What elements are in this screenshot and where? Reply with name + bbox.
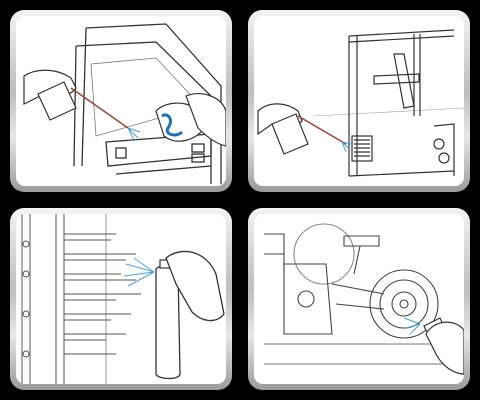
spray-can [37,81,77,121]
hand [165,250,225,322]
spray-mist [403,317,421,335]
spray-can [271,113,309,155]
panel-metal-rack-canvas [16,214,226,384]
exercise-bike-illustration [264,223,464,375]
panel-car-door [10,10,232,192]
hand-right [185,93,226,147]
panel-car-door-canvas [16,16,226,186]
spray-nozzle-tube [297,115,347,145]
panel-exercise-bike [248,208,470,390]
panel-metal-rack [10,208,232,390]
spray-mist [341,141,353,153]
hand [425,321,464,375]
spray-mist [123,257,155,287]
panel-weight-machine [248,10,470,192]
spray-nozzle-tube [70,87,129,129]
panel-weight-machine-canvas [254,16,464,186]
spray-mist [127,127,141,141]
panel-exercise-bike-canvas [254,214,464,384]
metal-rack-illustration [21,214,225,384]
weight-machine-illustration [257,29,464,177]
car-door-illustration [23,23,226,184]
